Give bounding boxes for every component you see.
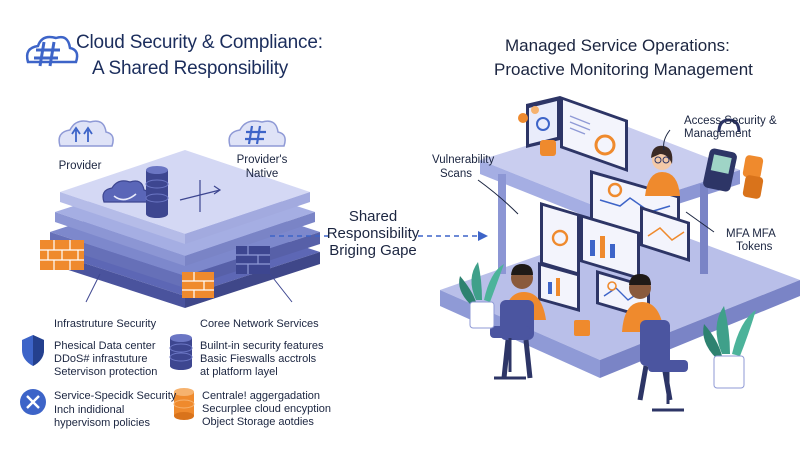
- plant-right-icon: [703, 306, 756, 389]
- native-label-line2: Native: [245, 168, 279, 180]
- category-line: DDoS# infrastuture: [54, 353, 148, 365]
- category-connectors: [85, 273, 293, 303]
- monitor-lower-left: [540, 202, 580, 276]
- native-label-line1: Provider's: [236, 154, 288, 166]
- category-line: Setervison protection: [54, 366, 158, 378]
- mfa-label-line2: Tokens: [736, 241, 773, 253]
- shield-icon: [22, 335, 44, 366]
- no-access-icon: [20, 389, 46, 415]
- access-label-line2: Management: [684, 128, 752, 140]
- right-title-line1: Managed Service Operations:: [505, 36, 730, 55]
- shared-responsibility-arrow: [270, 231, 488, 241]
- hash-cloud-icon: [228, 120, 286, 147]
- plant-left-icon: [459, 262, 504, 329]
- category-heading-service-specific: Service-Specidk Security: [54, 390, 177, 402]
- network-arrows-icon: [179, 180, 222, 212]
- firewall-brick-icon: [40, 240, 84, 270]
- shared-label-line1: Shared: [348, 208, 398, 225]
- category-line: hypervisom policies: [54, 417, 150, 429]
- monitor-top-far-right: [640, 206, 690, 262]
- office-chair-right: [648, 360, 688, 412]
- office-chair-left: [490, 326, 530, 380]
- category-line: Phesical Data center: [54, 340, 156, 352]
- shared-label-line3: Briging Gape: [329, 242, 417, 259]
- person-woman: [645, 145, 680, 196]
- category-line: Object Storage aotdies: [202, 416, 314, 428]
- storage-drum-icon: [173, 388, 195, 420]
- left-title-line1: Cloud Security & Compliance:: [76, 32, 323, 53]
- person-man-right: [622, 274, 673, 401]
- database-stack-icon: [145, 166, 169, 218]
- orange-token-desk-icon: [540, 140, 556, 156]
- shared-label-line2: Responsibility: [326, 225, 420, 242]
- vuln-label-line1: Vulnerability: [432, 154, 495, 166]
- upload-cloud-icon: [58, 120, 114, 147]
- mfa-device-icon: [703, 148, 737, 192]
- category-line: Inch indidional: [54, 404, 125, 416]
- server-rack-icon: [236, 246, 270, 274]
- monitor-top-center: [560, 96, 628, 172]
- category-line: Centrale! aggergadation: [202, 390, 321, 402]
- right-title-line2: Proactive Monitoring Management: [494, 60, 753, 79]
- monitor-lower-mid: [580, 214, 640, 280]
- category-line: Basic Fieswalls acctrols: [200, 353, 317, 365]
- mfa-label-line1: MFA MFA: [726, 228, 776, 240]
- shared-responsibility-label: Shared Responsibility Briging Gape: [318, 208, 428, 259]
- cloud-hash-logo-icon: [25, 35, 79, 67]
- desk-orange-boxes: [574, 320, 590, 336]
- access-label-line1: Access Security &: [684, 115, 777, 127]
- monitor-lower-person-left: [538, 262, 580, 312]
- database-icon: [169, 334, 193, 370]
- vuln-label-line2: Scans: [440, 168, 472, 180]
- callout-pointers: [477, 129, 715, 233]
- category-heading-infrastructure: Infrastruture Security: [54, 318, 157, 330]
- left-title-line2: A Shared Responsibility: [92, 58, 289, 79]
- category-line: Builnt-in security features: [200, 340, 324, 352]
- category-line: at platform layel: [200, 366, 278, 378]
- orange-dot-icons: [518, 106, 539, 123]
- mfa-token-icon: [742, 155, 764, 199]
- padlock-icon: [717, 118, 741, 133]
- firewall-brick-icon-2: [182, 272, 214, 298]
- category-line: Securplee cloud encyption: [202, 403, 332, 415]
- provider-label: Provider: [58, 160, 102, 172]
- category-heading-network: Coree Network Services: [200, 318, 319, 330]
